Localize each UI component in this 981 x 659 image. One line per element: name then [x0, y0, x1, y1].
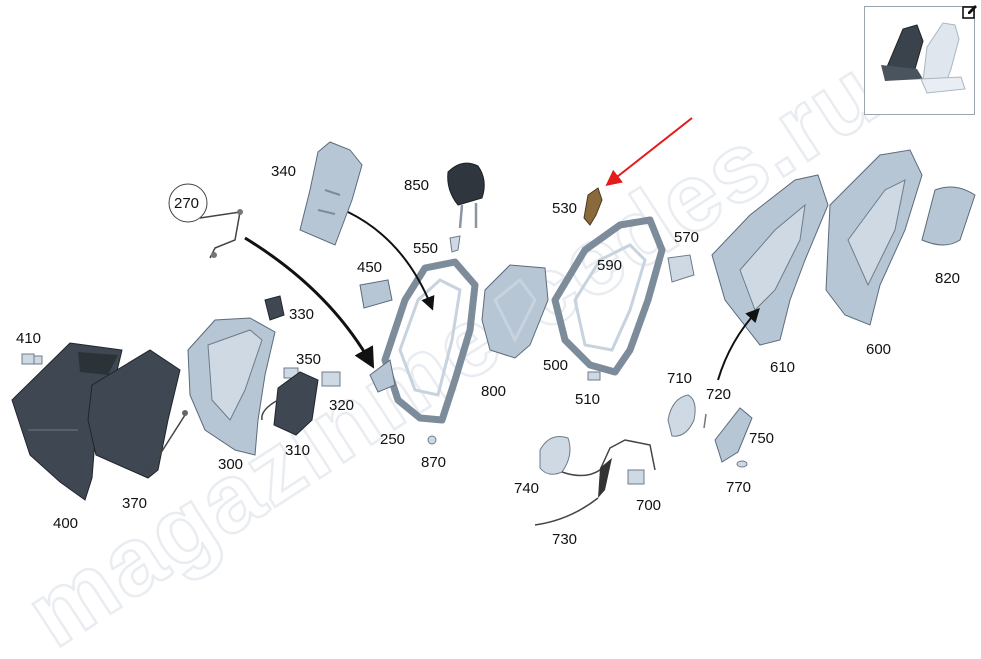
part-570-actuator[interactable] [667, 254, 695, 283]
callout-530[interactable]: 530 [552, 200, 577, 217]
callout-410[interactable]: 410 [16, 330, 41, 347]
leader-arrow-720 [717, 307, 760, 381]
callout-270[interactable]: 270 [174, 195, 199, 212]
part-310-lumbar-unit[interactable] [261, 371, 319, 436]
callout-300[interactable]: 300 [218, 456, 243, 473]
part-610-side-shell[interactable] [711, 174, 829, 346]
callout-370[interactable]: 370 [122, 495, 147, 512]
highlight-arrow-530 [605, 117, 693, 186]
callout-740[interactable]: 740 [514, 480, 539, 497]
callout-400[interactable]: 400 [53, 515, 78, 532]
callout-590[interactable]: 590 [597, 257, 622, 274]
callout-770[interactable]: 770 [726, 479, 751, 496]
callout-340[interactable]: 340 [271, 163, 296, 180]
callout-730[interactable]: 730 [552, 531, 577, 548]
part-820-panel[interactable] [921, 186, 976, 246]
callout-350[interactable]: 350 [296, 351, 321, 368]
callout-570[interactable]: 570 [674, 229, 699, 246]
part-300-backrest-foam[interactable] [187, 317, 276, 456]
callout-510[interactable]: 510 [575, 391, 600, 408]
leader-arrow-340 [347, 211, 435, 311]
callout-820[interactable]: 820 [935, 270, 960, 287]
part-410-clip[interactable] [21, 353, 43, 365]
part-710-cover[interactable] [667, 394, 696, 437]
callout-550[interactable]: 550 [413, 240, 438, 257]
part-740-airbag[interactable] [539, 436, 571, 475]
callout-250[interactable]: 250 [380, 431, 405, 448]
part-800-brace[interactable] [481, 264, 549, 359]
part-330-bracket[interactable] [264, 295, 285, 321]
part-550-guide[interactable] [449, 235, 461, 253]
part-750-side-module[interactable] [714, 407, 753, 463]
callout-870[interactable]: 870 [421, 454, 446, 471]
part-500-seat-frame[interactable] [551, 216, 666, 376]
edit-icon[interactable] [962, 4, 978, 20]
part-270-harness[interactable] [168, 183, 243, 259]
part-730-cable[interactable] [534, 458, 612, 526]
callout-610[interactable]: 610 [770, 359, 795, 376]
seat-thumbnail-image [881, 22, 966, 94]
callout-700[interactable]: 700 [636, 497, 661, 514]
part-370-rear-panel[interactable] [87, 349, 188, 479]
part-320-module[interactable] [321, 371, 341, 387]
part-450-cover[interactable] [359, 279, 393, 309]
part-340-back-panel[interactable] [299, 141, 363, 246]
callout-600[interactable]: 600 [866, 341, 891, 358]
callout-800[interactable]: 800 [481, 383, 506, 400]
callout-330[interactable]: 330 [289, 306, 314, 323]
callout-710[interactable]: 710 [667, 370, 692, 387]
part-850-headrest[interactable] [447, 162, 485, 229]
callout-720[interactable]: 720 [706, 386, 731, 403]
seat-thumbnail[interactable] [864, 6, 975, 115]
part-870-bolt[interactable] [427, 435, 437, 445]
callout-310[interactable]: 310 [285, 442, 310, 459]
part-530-highlighted[interactable] [583, 187, 603, 226]
part-700-control-unit[interactable] [561, 439, 656, 485]
callout-850[interactable]: 850 [404, 177, 429, 194]
part-720-strip[interactable] [703, 413, 707, 429]
part-600-rear-shell[interactable] [825, 149, 923, 326]
callout-320[interactable]: 320 [329, 397, 354, 414]
leader-arrow-270 [244, 236, 375, 369]
callout-450[interactable]: 450 [357, 259, 382, 276]
part-400-backrest-cover[interactable] [11, 342, 123, 501]
watermark: magazinmercedes.ru [8, 38, 897, 659]
callout-750[interactable]: 750 [749, 430, 774, 447]
part-770-clip[interactable] [736, 460, 748, 468]
part-510-bolt[interactable] [587, 371, 601, 381]
callout-500[interactable]: 500 [543, 357, 568, 374]
